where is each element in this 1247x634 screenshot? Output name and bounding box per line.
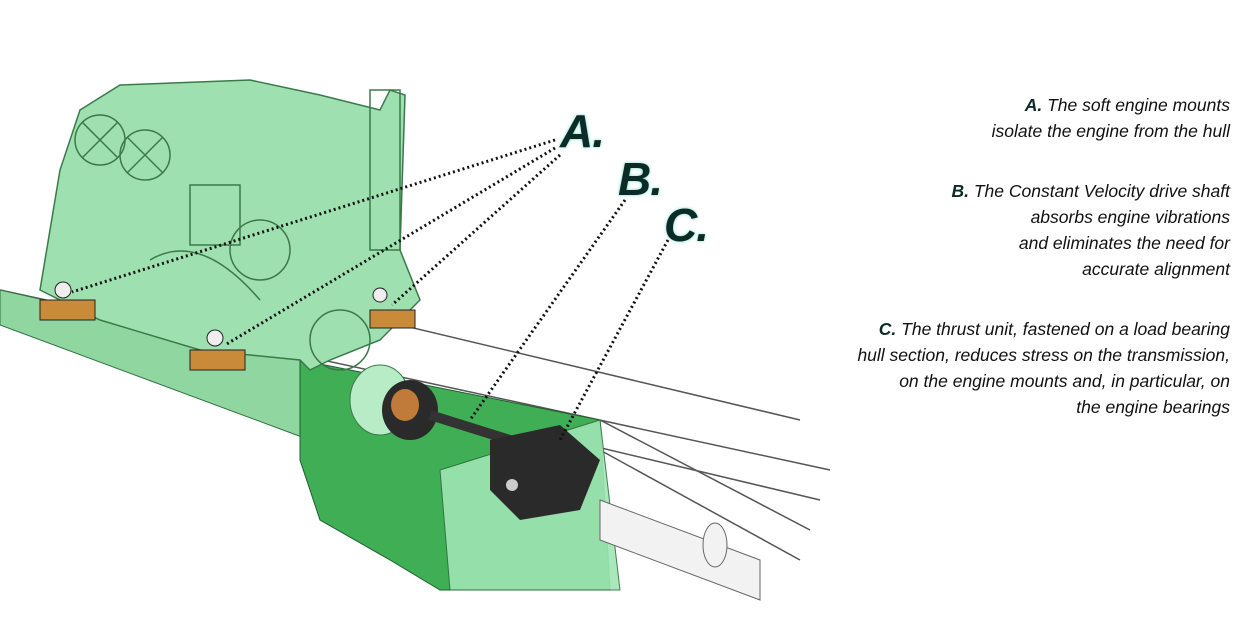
description-line: accurate alignment bbox=[1082, 259, 1230, 279]
description-letter: A. bbox=[1024, 95, 1043, 115]
engine-block bbox=[39, 79, 421, 371]
callout-c: C. bbox=[664, 199, 709, 251]
thrust-unit bbox=[490, 425, 600, 520]
description-letter: C. bbox=[878, 319, 897, 339]
description-line: The thrust unit, fastened on a load bear… bbox=[901, 319, 1230, 339]
description-line: isolate the engine from the hull bbox=[991, 121, 1230, 141]
engine-mounts bbox=[39, 281, 416, 371]
engine-mount bbox=[369, 287, 416, 329]
cv-drive-shaft bbox=[382, 380, 512, 445]
engine-details bbox=[74, 89, 401, 371]
engine-mount bbox=[39, 281, 96, 321]
callout-a: A. bbox=[560, 105, 605, 157]
description-line: hull section, reduces stress on the tran… bbox=[857, 345, 1230, 365]
description-line: The Constant Velocity drive shaft bbox=[973, 181, 1230, 201]
description-line: on the engine mounts and, in particular,… bbox=[899, 371, 1230, 391]
description-b: B. The Constant Velocity drive shaft abs… bbox=[951, 178, 1230, 282]
engine-mount bbox=[189, 329, 246, 371]
propeller-shaft bbox=[599, 499, 761, 601]
leader-lines bbox=[71, 138, 670, 441]
description-line: absorbs engine vibrations bbox=[1030, 207, 1230, 227]
description-line: the engine bearings bbox=[1076, 397, 1230, 417]
callout-b: B. bbox=[618, 153, 663, 205]
description-a: A. The soft engine mounts isolate the en… bbox=[992, 92, 1230, 144]
description-letter: B. bbox=[951, 181, 969, 201]
description-c: C. The thrust unit, fastened on a load b… bbox=[857, 316, 1230, 420]
description-line: and eliminates the need for bbox=[1018, 233, 1230, 253]
description-line: The soft engine mounts bbox=[1047, 95, 1230, 115]
